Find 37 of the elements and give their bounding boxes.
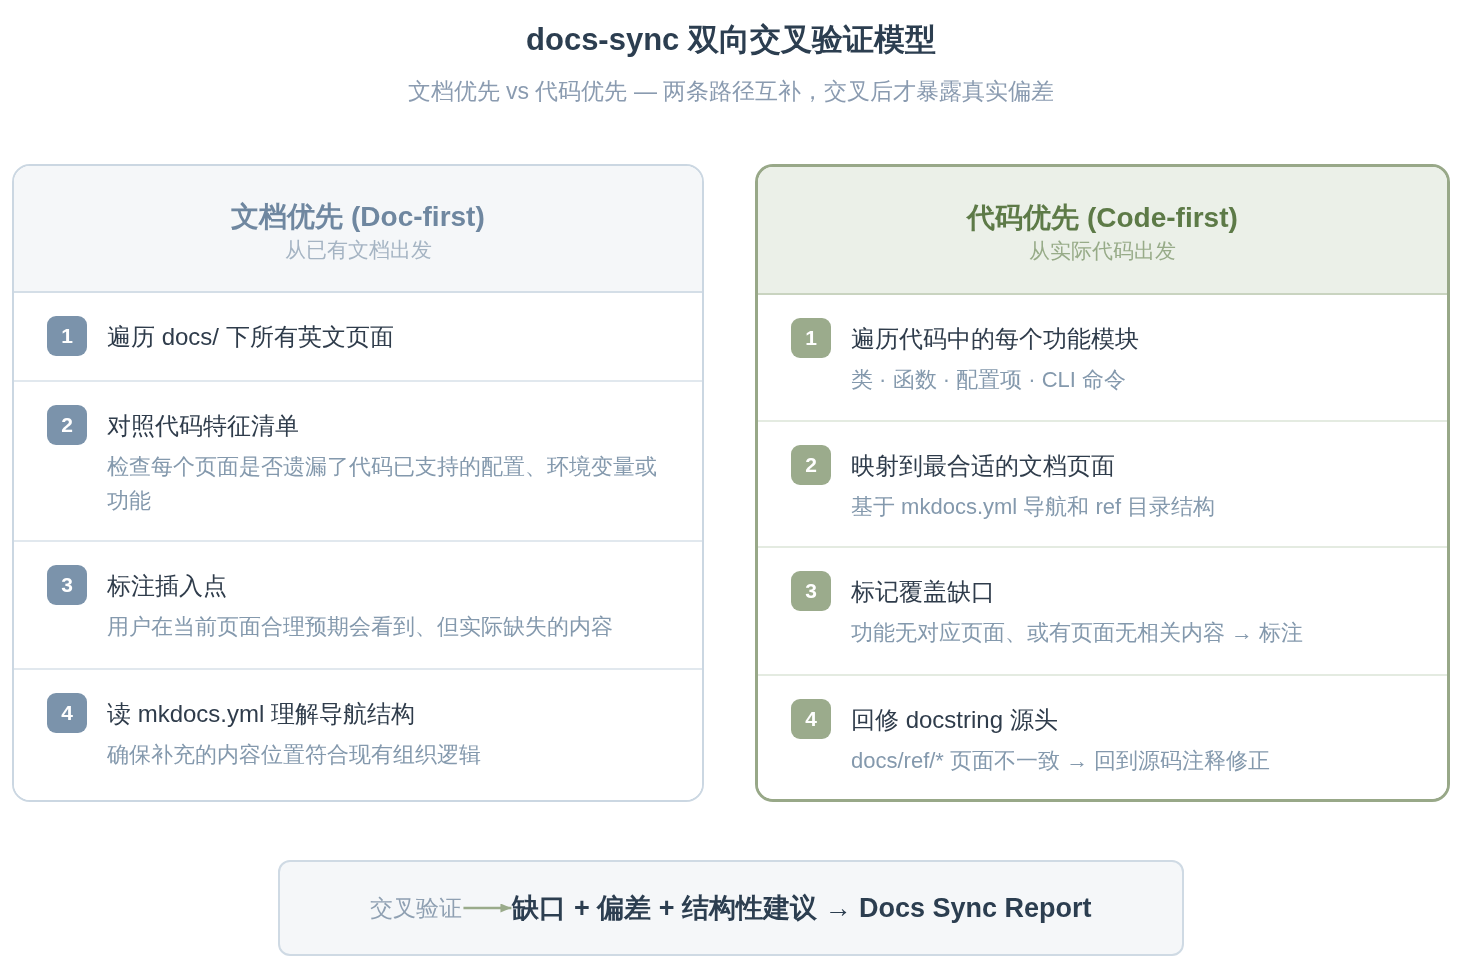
step-number-badge: 2 bbox=[791, 445, 831, 485]
step-title: 映射到最合适的文档页面 bbox=[851, 451, 1115, 481]
step-description: docs/ref/* 页面不一致 → 回到源码注释修正 bbox=[851, 747, 1271, 775]
step-description: 基于 mkdocs.yml 导航和 ref 目录结构 bbox=[851, 493, 1216, 521]
step-title: 回修 docstring 源头 bbox=[851, 705, 1058, 735]
step-description: 检查每个页面是否遗漏了代码已支持的配置、环境变量或功能 bbox=[107, 453, 658, 515]
diagram-subtitle: 文档优先 vs 代码优先 — 两条路径互补，交叉后才暴露真实偏差 bbox=[407, 77, 1055, 106]
panel-card bbox=[755, 164, 1450, 802]
step-title: 读 mkdocs.yml 理解导航结构 bbox=[107, 699, 415, 729]
step-title: 标注插入点 bbox=[107, 571, 227, 601]
step-description: 确保补充的内容位置符合现有组织逻辑 bbox=[107, 741, 481, 769]
panel-heading: 代码优先 (Code-first) bbox=[967, 201, 1238, 235]
summary-box bbox=[278, 860, 1184, 956]
arrow bbox=[463, 903, 512, 913]
panel-heading: 文档优先 (Doc-first) bbox=[231, 199, 485, 234]
step-title: 标记覆盖缺口 bbox=[851, 577, 995, 607]
summary-result: 缺口 + 偏差 + 结构性建议 → Docs Sync Report bbox=[512, 890, 1092, 926]
step-number-badge: 4 bbox=[791, 699, 831, 739]
step-number-badge: 3 bbox=[47, 565, 87, 605]
step-description: 用户在当前页面合理预期会看到、但实际缺失的内容 bbox=[107, 613, 613, 641]
step-description: 类 · 函数 · 配置项 · CLI 命令 bbox=[851, 366, 1126, 394]
step-description: 功能无对应页面、或有页面无相关内容 → 标注 bbox=[851, 619, 1304, 647]
panel-subtitle: 从已有文档出发 bbox=[284, 236, 432, 263]
step-number-badge: 2 bbox=[47, 405, 87, 445]
step-row bbox=[14, 668, 702, 800]
step-title: 遍历代码中的每个功能模块 bbox=[851, 324, 1139, 354]
diagram-title: docs-sync 双向交叉验证模型 bbox=[526, 21, 936, 59]
step-title: 遍历 docs/ 下所有英文页面 bbox=[107, 322, 394, 352]
step-number-badge: 1 bbox=[791, 318, 831, 358]
step-number-badge: 3 bbox=[791, 571, 831, 611]
step-title: 对照代码特征清单 bbox=[107, 411, 299, 441]
step-row bbox=[758, 674, 1447, 799]
step-number-badge: 4 bbox=[47, 693, 87, 733]
step-number-badge: 1 bbox=[47, 316, 87, 356]
panel-card bbox=[12, 164, 704, 802]
summary-label: 交叉验证 bbox=[370, 892, 463, 924]
panel-subtitle: 从实际代码出发 bbox=[1029, 238, 1176, 264]
